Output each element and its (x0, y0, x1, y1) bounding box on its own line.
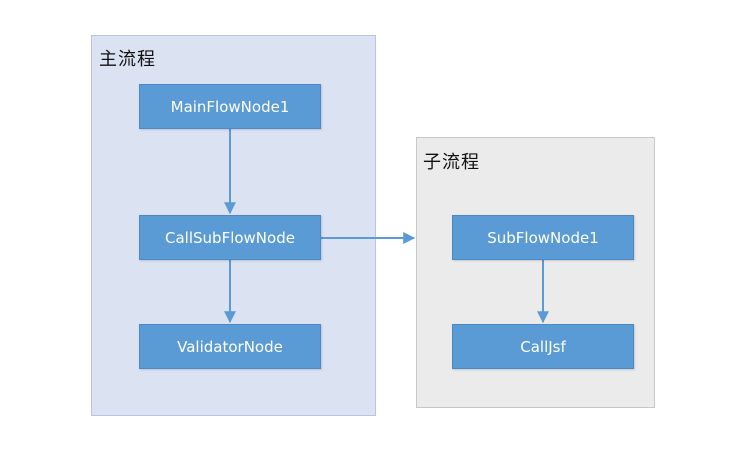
sub-flow-node-1: SubFlowNode1 (452, 215, 634, 260)
call-sub-flow-node: CallSubFlowNode (139, 215, 321, 260)
main-flow-group-title: 主流程 (99, 49, 156, 70)
validator-node: ValidatorNode (139, 324, 321, 369)
call-jsf-node: CallJsf (452, 324, 634, 369)
sub-flow-group-title: 子流程 (423, 152, 480, 173)
main-flow-node-1: MainFlowNode1 (139, 84, 321, 129)
